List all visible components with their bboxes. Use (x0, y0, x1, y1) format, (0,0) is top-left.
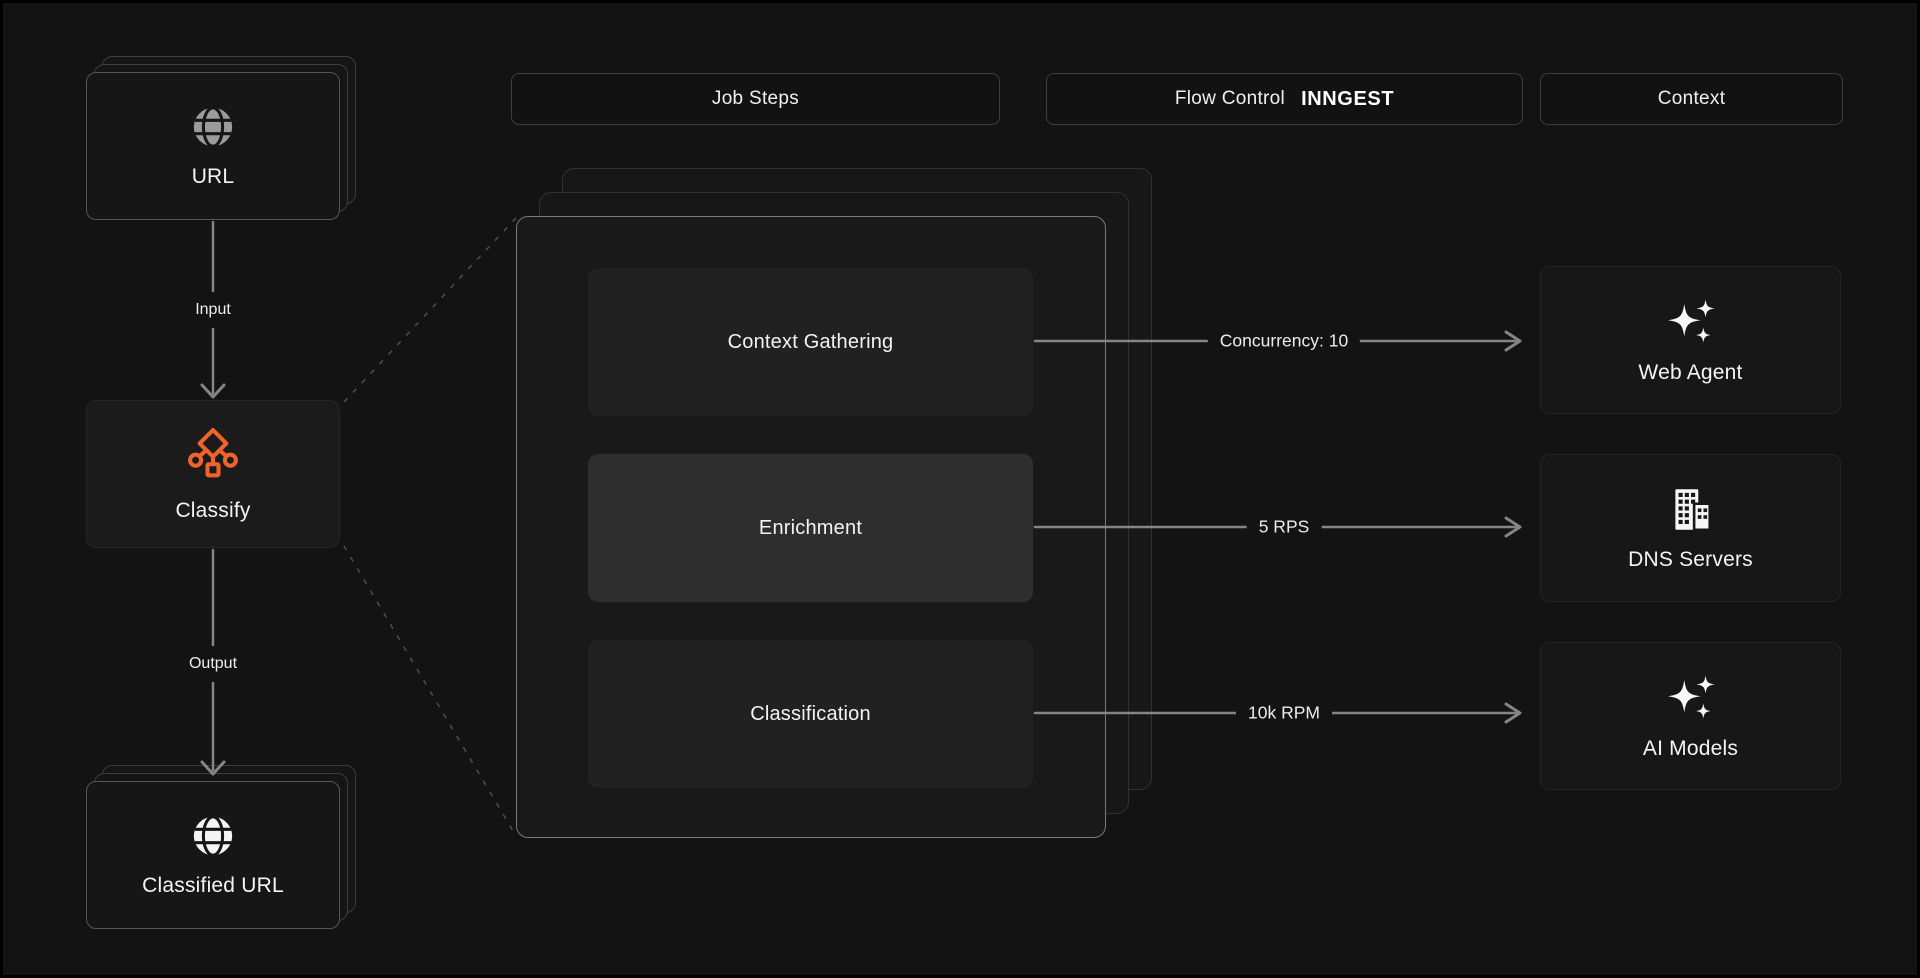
header-flow-control-label: Flow Control (1174, 88, 1286, 109)
arrowhead-right-icon (1504, 702, 1522, 724)
context-node-ai-models-label: AI Models (1642, 737, 1739, 760)
input-edge-label: Input (187, 299, 239, 321)
context-node-dns-servers: DNS Servers (1540, 454, 1841, 602)
step-classification: Classification (588, 640, 1033, 788)
sparkles-icon (1663, 295, 1719, 351)
globe-icon (190, 104, 236, 150)
classified-url-node: Classified URL (86, 781, 340, 929)
header-job-steps-label: Job Steps (711, 88, 800, 109)
url-node-label: URL (191, 164, 235, 188)
header-flow-control: Flow Control INNGEST (1046, 73, 1523, 125)
classify-node-label: Classify (175, 498, 251, 522)
header-context-label: Context (1657, 88, 1726, 109)
flow-label-rpm: 10k RPM (1236, 700, 1332, 726)
arrowhead-down-icon (200, 383, 226, 399)
context-node-ai-models: AI Models (1540, 642, 1841, 790)
classify-icon (184, 426, 242, 484)
building-icon (1665, 484, 1717, 536)
context-node-dns-servers-label: DNS Servers (1628, 548, 1753, 571)
output-edge-label: Output (180, 653, 246, 675)
arrowhead-right-icon (1504, 516, 1522, 538)
inngest-logo: INNGEST (1301, 87, 1395, 110)
header-context: Context (1540, 73, 1843, 125)
flow-label-rps: 5 RPS (1246, 514, 1322, 540)
step-context-gathering: Context Gathering (588, 268, 1033, 416)
context-node-web-agent: Web Agent (1540, 266, 1841, 414)
sparkles-icon (1663, 671, 1719, 727)
classified-url-node-label: Classified URL (142, 873, 284, 897)
url-node: URL (86, 72, 340, 220)
step-context-gathering-label: Context Gathering (727, 330, 894, 353)
classify-node: Classify (86, 400, 340, 548)
arrowhead-right-icon (1504, 330, 1522, 352)
step-enrichment-label: Enrichment (758, 516, 863, 539)
globe-icon (190, 813, 236, 859)
expansion-dashed-lines (343, 217, 517, 837)
header-job-steps: Job Steps (511, 73, 1000, 125)
flow-label-concurrency: Concurrency: 10 (1207, 328, 1361, 354)
context-node-web-agent-label: Web Agent (1638, 361, 1743, 384)
step-enrichment: Enrichment (588, 454, 1033, 602)
step-classification-label: Classification (750, 702, 871, 725)
